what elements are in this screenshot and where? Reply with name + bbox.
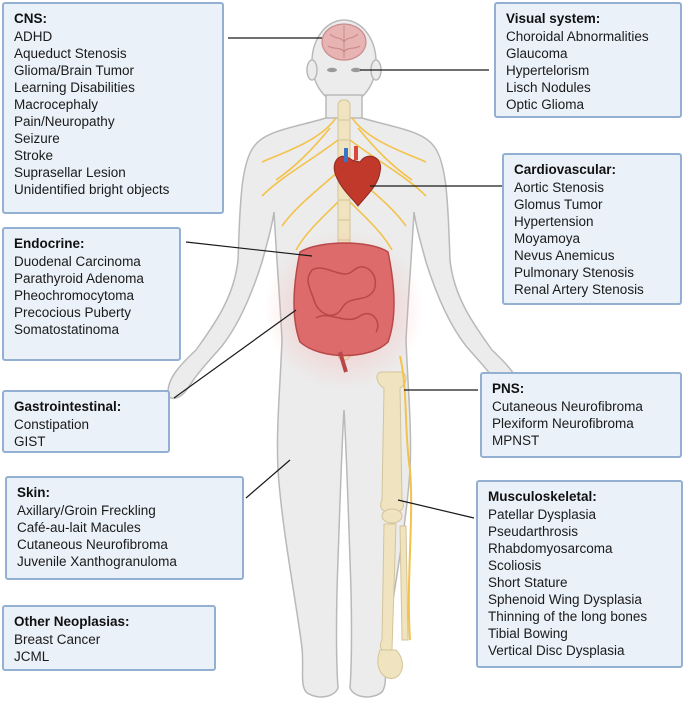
list-item: Optic Glioma bbox=[506, 97, 585, 112]
list-item: Glaucoma bbox=[506, 46, 568, 61]
list-item: Stroke bbox=[14, 148, 54, 163]
list-item: Hypertelorism bbox=[506, 63, 590, 78]
list-item: Choroidal Abnormalities bbox=[506, 29, 649, 44]
endocrine-list: Duodenal Carcinoma Parathyroid Adenoma P… bbox=[14, 253, 169, 338]
list-item: Learning Disabilities bbox=[14, 80, 135, 95]
visual-system-list: Choroidal Abnormalities Glaucoma Hyperte… bbox=[506, 28, 670, 113]
list-item: Precocious Puberty bbox=[14, 305, 132, 320]
list-item: Macrocephaly bbox=[14, 97, 99, 112]
list-item: Parathyroid Adenoma bbox=[14, 271, 144, 286]
other-neoplasias-list: Breast Cancer JCML bbox=[14, 631, 204, 665]
list-item: Lisch Nodules bbox=[506, 80, 591, 95]
list-item: Duodenal Carcinoma bbox=[14, 254, 141, 269]
gastrointestinal-title: Gastrointestinal: bbox=[14, 399, 122, 414]
list-item: Short Stature bbox=[488, 575, 568, 590]
cardiovascular-list: Aortic Stenosis Glomus Tumor Hypertensio… bbox=[514, 179, 670, 298]
list-item: ADHD bbox=[14, 29, 53, 44]
list-item: Renal Artery Stenosis bbox=[514, 282, 644, 297]
gastrointestinal-box: Gastrointestinal: Constipation GIST bbox=[2, 390, 170, 453]
musculoskeletal-title: Musculoskeletal: bbox=[488, 489, 597, 504]
list-item: Constipation bbox=[14, 417, 90, 432]
list-item: Glioma/Brain Tumor bbox=[14, 63, 135, 78]
list-item: Breast Cancer bbox=[14, 632, 101, 647]
list-item: Pheochromocytoma bbox=[14, 288, 135, 303]
visual-system-box: Visual system: Choroidal Abnormalities G… bbox=[494, 2, 682, 118]
cardiovascular-box: Cardiovascular: Aortic Stenosis Glomus T… bbox=[502, 153, 682, 305]
list-item: Seizure bbox=[14, 131, 60, 146]
list-item: Juvenile Xanthogranuloma bbox=[17, 554, 177, 569]
list-item: Moyamoya bbox=[514, 231, 581, 246]
other-neoplasias-box: Other Neoplasias: Breast Cancer JCML bbox=[2, 605, 216, 671]
brain-icon bbox=[321, 23, 367, 61]
skin-list: Axillary/Groin Freckling Café-au-lait Ma… bbox=[17, 502, 232, 570]
pns-box: PNS: Cutaneous Neurofibroma Plexiform Ne… bbox=[480, 372, 682, 458]
list-item: Unidentified bright objects bbox=[14, 182, 170, 197]
eyes-icon bbox=[327, 67, 361, 73]
visual-system-title: Visual system: bbox=[506, 11, 601, 26]
leg-nerve bbox=[399, 355, 413, 641]
intestine-icon bbox=[264, 230, 424, 390]
list-item: JCML bbox=[14, 649, 50, 664]
cns-title: CNS: bbox=[14, 11, 47, 26]
list-item: Thinning of the long bones bbox=[488, 609, 648, 624]
list-item: Aqueduct Stenosis bbox=[14, 46, 127, 61]
list-item: Rhabdomyosarcoma bbox=[488, 541, 613, 556]
leader-lines bbox=[173, 37, 502, 519]
endocrine-title: Endocrine: bbox=[14, 236, 85, 251]
cns-box: CNS: ADHD Aqueduct Stenosis Glioma/Brain… bbox=[2, 2, 224, 214]
leg-bone-icon bbox=[376, 371, 409, 679]
list-item: Aortic Stenosis bbox=[514, 180, 605, 195]
pns-list: Cutaneous Neurofibroma Plexiform Neurofi… bbox=[492, 398, 670, 449]
list-item: Suprasellar Lesion bbox=[14, 165, 126, 180]
cardiovascular-title: Cardiovascular: bbox=[514, 162, 617, 177]
musculoskeletal-list: Patellar Dysplasia Pseudarthrosis Rhabdo… bbox=[488, 506, 671, 659]
list-item: Patellar Dysplasia bbox=[488, 507, 597, 522]
list-item: Tibial Bowing bbox=[488, 626, 568, 641]
gastrointestinal-list: Constipation GIST bbox=[14, 416, 158, 450]
list-item: Scoliosis bbox=[488, 558, 542, 573]
musculoskeletal-box: Musculoskeletal: Patellar Dysplasia Pseu… bbox=[476, 480, 683, 668]
pns-title: PNS: bbox=[492, 381, 525, 396]
cns-list: ADHD Aqueduct Stenosis Glioma/Brain Tumo… bbox=[14, 28, 212, 198]
list-item: Plexiform Neurofibroma bbox=[492, 416, 634, 431]
list-item: Axillary/Groin Freckling bbox=[17, 503, 156, 518]
list-item: Café-au-lait Macules bbox=[17, 520, 141, 535]
list-item: MPNST bbox=[492, 433, 540, 448]
list-item: Pulmonary Stenosis bbox=[514, 265, 635, 280]
list-item: Glomus Tumor bbox=[514, 197, 603, 212]
list-item: Pseudarthrosis bbox=[488, 524, 579, 539]
list-item: GIST bbox=[14, 434, 46, 449]
endocrine-box: Endocrine: Duodenal Carcinoma Parathyroi… bbox=[2, 227, 181, 361]
list-item: Nevus Anemicus bbox=[514, 248, 615, 263]
list-item: Sphenoid Wing Dysplasia bbox=[488, 592, 642, 607]
list-item: Vertical Disc Dysplasia bbox=[488, 643, 625, 658]
skin-box: Skin: Axillary/Groin Freckling Café-au-l… bbox=[5, 476, 244, 580]
list-item: Cutaneous Neurofibroma bbox=[17, 537, 168, 552]
heart-icon bbox=[333, 146, 382, 207]
list-item: Pain/Neuropathy bbox=[14, 114, 115, 129]
list-item: Somatostatinoma bbox=[14, 322, 120, 337]
list-item: Hypertension bbox=[514, 214, 594, 229]
list-item: Cutaneous Neurofibroma bbox=[492, 399, 643, 414]
other-neoplasias-title: Other Neoplasias: bbox=[14, 614, 130, 629]
skin-title: Skin: bbox=[17, 485, 51, 500]
